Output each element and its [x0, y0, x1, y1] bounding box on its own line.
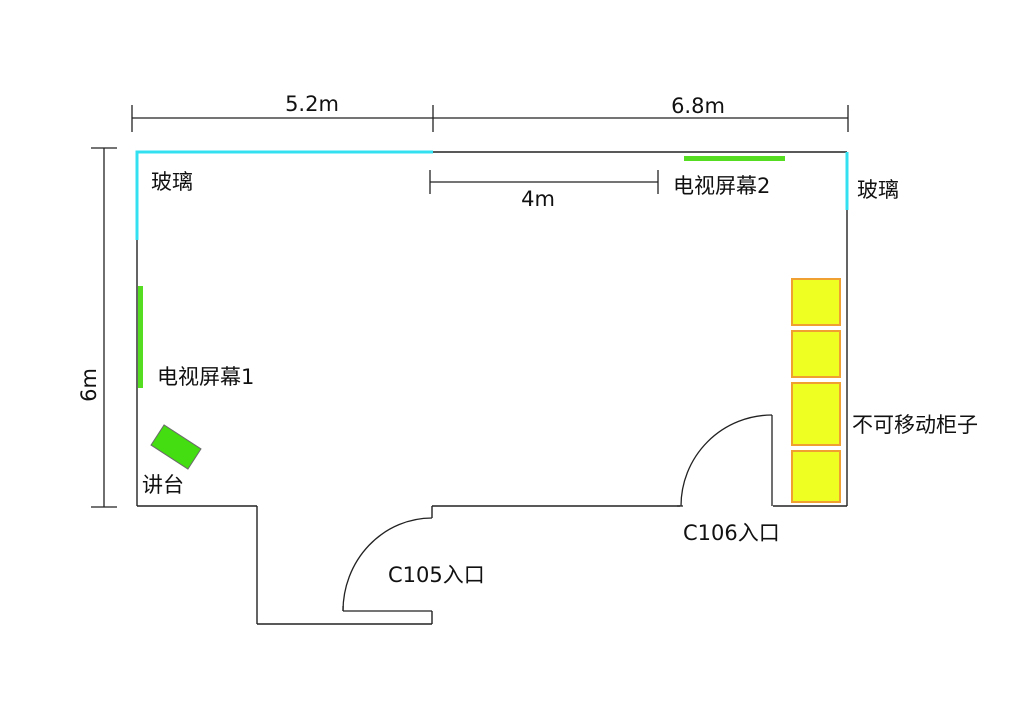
label-podium: 讲台 — [142, 473, 184, 497]
label-entrance-c106: C106入口 — [683, 521, 780, 545]
label-entrance-c105: C105入口 — [388, 563, 485, 587]
cabinet-2 — [791, 330, 841, 378]
dimension-top-right: 6.8m — [433, 94, 849, 132]
cabinet-1 — [791, 278, 841, 326]
dimension-label-6-8m: 6.8m — [671, 94, 725, 118]
dimension-label-5-2m: 5.2m — [285, 92, 339, 116]
cabinets — [791, 278, 841, 503]
podium — [150, 424, 202, 470]
label-glass-left: 玻璃 — [151, 170, 193, 194]
cabinet-3 — [791, 382, 841, 446]
dimension-label-4m: 4m — [521, 187, 555, 211]
tv-screen-1 — [138, 286, 143, 388]
dimension-top-left: 5.2m — [131, 92, 434, 132]
label-cabinets: 不可移动柜子 — [852, 413, 978, 437]
dimension-label-6m: 6m — [77, 368, 101, 402]
dimension-inner: 4m — [429, 170, 659, 211]
room-walls — [136, 151, 848, 625]
door-c106 — [677, 414, 773, 507]
glass-walls — [135, 150, 849, 240]
dimension-left: 6m — [77, 147, 117, 508]
label-tv-screen-1: 电视屏幕1 — [157, 365, 254, 389]
cabinet-4 — [791, 450, 841, 503]
door-c105 — [342, 517, 433, 612]
label-tv-screen-2: 电视屏幕2 — [673, 174, 770, 198]
tv-screen-2 — [684, 156, 785, 161]
label-glass-right: 玻璃 — [857, 178, 899, 202]
